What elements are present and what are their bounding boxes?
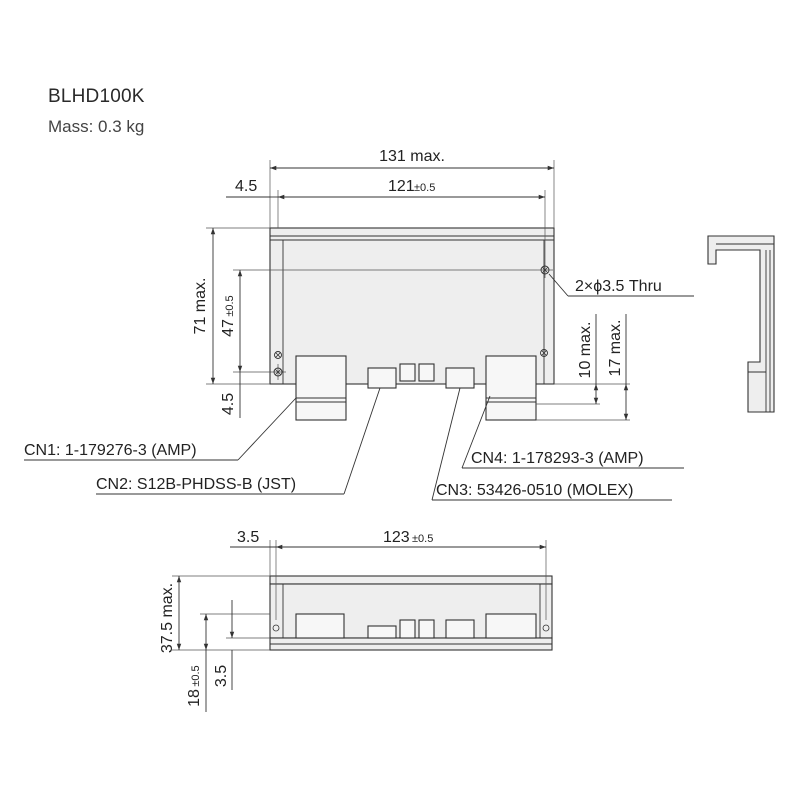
- mass-label: Mass: 0.3 kg: [48, 117, 145, 136]
- standoff-tolerance: ±0.5: [190, 665, 202, 686]
- vertical-pitch-dimension: 47: [220, 319, 237, 337]
- cn1-label: CN1: 1-179276-3 (AMP): [24, 442, 197, 459]
- standoff-dimension: 18: [186, 689, 203, 707]
- side-length-dimension: 123: [383, 529, 410, 546]
- screw-icon: [274, 351, 282, 359]
- cn4-label: CN4: 1-178293-3 (AMP): [471, 450, 644, 467]
- connector-cn3: [445, 367, 475, 389]
- hole-callout: 2×ϕ3.5 Thru: [575, 278, 662, 295]
- hole-pitch-dimension: 121: [388, 178, 415, 195]
- hole-pitch-tolerance: ±0.5: [414, 182, 435, 194]
- height-max-dimension: 71 max.: [192, 278, 209, 335]
- mounting-hole-icon: [270, 364, 286, 380]
- left-offset-dimension: 4.5: [235, 178, 257, 195]
- mounting-hole-icon: [537, 262, 553, 278]
- depth-max-dimension: 37.5 max.: [159, 583, 176, 653]
- side-offset-dimension: 3.5: [237, 529, 259, 546]
- connector-small: [399, 363, 435, 382]
- cn2-label: CN2: S12B-PHDSS-B (JST): [96, 476, 296, 493]
- base-thickness-dimension: 3.5: [213, 665, 230, 687]
- connector-cn2: [367, 367, 397, 389]
- cn3-label: CN3: 53426-0510 (MOLEX): [436, 482, 633, 499]
- connector-cn1: [295, 355, 347, 421]
- bottom-view: 123 ±0.5 3.5 37.5 max. 18 ±0.5 3.5: [159, 529, 553, 712]
- front-view: 131 max. 121 ±0.5 4.5 71 max. 47 ±0.5: [24, 148, 694, 501]
- screw-icon: [540, 349, 548, 357]
- model-title: BLHD100K: [48, 86, 145, 107]
- connector-cn4: [485, 355, 537, 421]
- bottom-offset-dimension: 4.5: [220, 393, 237, 415]
- width-max-dimension: 131 max.: [379, 148, 445, 165]
- connector-protrusion-dimension: 10 max.: [577, 322, 594, 379]
- side-profile-view: [707, 235, 775, 413]
- vertical-pitch-tolerance: ±0.5: [224, 295, 236, 316]
- side-length-tolerance: ±0.5: [412, 533, 433, 545]
- connector-height-dimension: 17 max.: [607, 320, 624, 377]
